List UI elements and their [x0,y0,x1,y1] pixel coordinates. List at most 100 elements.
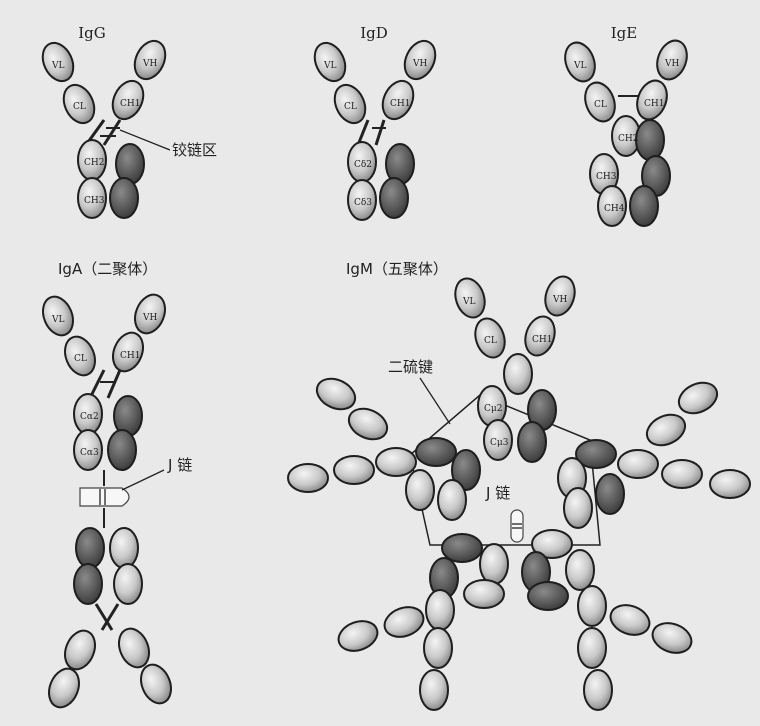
igd-title: IgD [360,24,388,42]
iga-vh-label: VH [142,313,157,323]
igm-left-heavy-domain [451,449,481,491]
igm-title: IgM（五聚体） [346,260,448,278]
ige-vl-label: VL [573,61,586,71]
disulfide-label: 二硫键 [388,358,433,376]
iga-ch1-label: CH1 [120,351,140,361]
igm-br-light-domain [651,622,693,654]
ige-title: IgE [611,24,637,42]
igg-vh-label: VH [142,59,157,69]
igd-vl-label: VL [323,61,336,71]
igm-heavy-fc-domain [517,421,547,463]
ige-cl-domain [584,81,616,123]
igm-right-light-domain [677,381,719,415]
igm-bl-light-domain [337,620,379,652]
igm-cm3-domain [483,419,513,461]
igm-bl-light-domain [425,589,455,631]
igm-right-light-domain [563,487,593,529]
iga-ch1-domain [112,331,144,373]
iga-vl-label: VL [51,315,64,325]
ige-vl-domain [564,41,596,83]
iga-dimer2-light-domain [113,563,143,605]
igm-ch-domain [503,353,533,395]
igm-left-light-domain [375,447,417,477]
igm-br-light-domain [531,529,573,559]
igg-ch3-label: CH3 [84,196,105,206]
igd-cl-domain [333,83,367,125]
iga-dimer2-light-domain [140,663,172,705]
ige-heavy-fc-domain [635,119,665,161]
igg-vl-domain [41,41,75,83]
iga-jchain-label: J 链 [167,456,192,474]
igm-structure: IgM（五聚体） VL CL VH CH1 Cμ2 Cμ3 [287,260,751,711]
iga-dimer2-light-domain [64,629,96,671]
ige-ch1-label: CH1 [644,99,664,109]
igm-left-light-domain [405,469,435,511]
igd-cd3-domain [347,179,377,221]
ige-vh-label: VH [664,59,679,69]
igm-vl-label: VL [462,297,475,307]
igm-bl-light-domain [383,606,425,638]
igg-structure: IgG 铰链区 VL CL VH CH1 CH2 CH3 [41,24,217,219]
igm-br-light-domain [577,585,607,627]
hinge-label: 铰链区 [172,141,217,159]
igg-cl-label: CL [73,102,86,112]
iga-title: IgA（二聚体） [58,260,157,278]
igm-br-light-domain [583,669,613,711]
igm-left-heavy-domain [415,437,457,467]
igm-right-heavy-domain [595,473,625,515]
igg-vh-domain [133,39,167,81]
igm-right-light-domain [661,459,703,489]
igg-heavy-fc-domain [109,177,139,219]
iga-dimer2-heavy-domain [73,563,103,605]
igg-ch1-label: CH1 [120,99,140,109]
ige-ch3-label: CH3 [596,172,617,182]
igd-heavy-fc-domain [379,177,409,219]
iga-ca2-label: Cα2 [80,412,99,422]
igd-vh-label: VH [412,59,427,69]
ige-structure: IgE VL CL VH CH1 CH2 CH3 CH4 [564,24,688,227]
igm-bl-light-domain [423,627,453,669]
igm-br-light-domain [577,627,607,669]
ige-heavy-fc-domain [629,185,659,227]
igm-left-light-domain [315,377,357,411]
igm-br-light-domain [565,549,595,591]
igm-right-heavy-domain [575,439,617,469]
ige-vh-domain [656,39,688,81]
igd-structure: IgD VL CL VH CH1 Cδ2 Cδ3 [313,24,437,221]
iga-heavy-fc-domain [107,429,137,471]
igm-bl-light-domain [479,543,509,585]
iga-vl-domain [42,295,74,337]
igd-cl-label: CL [344,102,357,112]
igg-ch3-domain [77,177,107,219]
igm-left-light-domain [287,463,329,493]
igd-ch1-label: CH1 [390,99,410,109]
igm-left-light-domain [333,455,375,485]
iga-dimer2-heavy-domain [75,527,105,569]
iga-cl-label: CL [74,354,87,364]
igg-ch2-label: CH2 [84,158,104,168]
igd-ch1-domain [381,79,415,121]
igm-right-light-domain [617,449,659,479]
igd-cd3-label: Cδ3 [354,198,372,208]
ige-ch4-label: CH4 [604,204,625,214]
igm-ch1-domain [524,315,556,357]
igg-cl-domain [62,83,96,125]
ige-cl-label: CL [594,100,607,110]
igm-bl-light-domain [463,579,505,609]
igm-left-light-domain [347,407,389,441]
ige-ch1-domain [636,79,668,121]
ige-ch2-label: CH2 [618,134,638,144]
igg-vl-label: VL [51,61,64,71]
iga-dimer2-light-domain [118,627,150,669]
igm-cm3-label: Cμ3 [490,438,509,448]
igd-vh-domain [403,39,437,81]
iga-cl-domain [64,335,96,377]
igm-cl-label: CL [484,336,497,346]
iga-dimer2-light-domain [109,527,139,569]
igm-left-light-domain [437,479,467,521]
iga-ca3-label: Cα3 [80,448,99,458]
iga-vh-domain [134,293,166,335]
igm-br-light-domain [609,604,651,636]
iga-ca3-domain [73,429,103,471]
igm-bl-light-domain [419,669,449,711]
